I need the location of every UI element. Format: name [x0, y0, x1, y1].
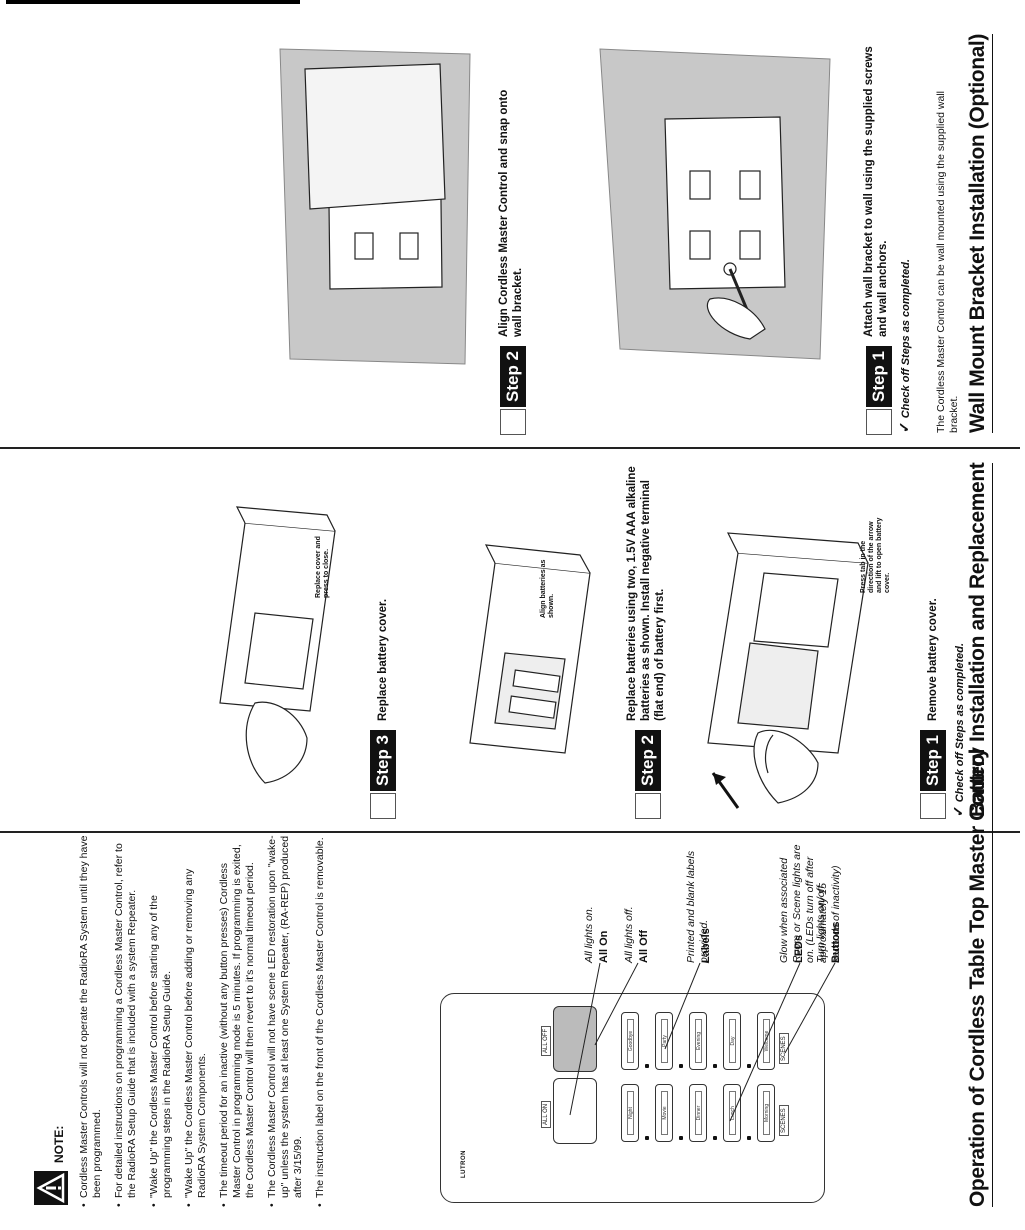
- leader-lines: [569, 962, 836, 1122]
- operation-panel: Operation of Cordless Table Top Master C…: [0, 748, 1025, 1225]
- step-text: Remove battery cover.: [927, 598, 939, 721]
- battery-close-illustration: [219, 506, 336, 784]
- intro-text: The Cordless Master Control can be wall …: [935, 90, 960, 433]
- checkmark-icon: ✓: [950, 805, 966, 817]
- step-callout: Press tab in the direction of the arrow …: [860, 517, 891, 593]
- step-text: Replace batteries using two, 1.5V AAA al…: [626, 466, 666, 721]
- instruction-sheet: Operation of Cordless Table Top Master C…: [0, 25, 1025, 1225]
- step-callout: Replace cover and press to close.: [315, 536, 330, 598]
- battery-cover-illustration: [707, 532, 869, 809]
- step-label: Step 2: [635, 729, 661, 791]
- note-item: "Wake Up" the Cordless Master Control be…: [183, 835, 209, 1207]
- wall-mount-panel: Wall Mount Bracket Installation (Optiona…: [0, 25, 1025, 449]
- step-text: Replace battery cover.: [377, 598, 389, 721]
- warning-triangle-icon: [36, 1172, 65, 1204]
- wall-mount-title: Wall Mount Bracket Installation (Optiona…: [966, 34, 993, 433]
- step-label: Step 2: [500, 345, 526, 407]
- step-checkbox[interactable]: [635, 793, 661, 819]
- step-text: Attach wall bracket to wall using the su…: [863, 46, 889, 337]
- wall-snap-illustration: [279, 48, 471, 365]
- note-item: The timeout period for an inactive (with…: [218, 835, 257, 1207]
- top-rule: [6, 0, 300, 4]
- check-note: ✓ Check off Steps as completed.: [950, 643, 967, 817]
- note-list: Cordless Master Controls will not operat…: [78, 835, 336, 1207]
- legend-description: All lights on.: [583, 906, 595, 963]
- step-checkbox[interactable]: [500, 409, 526, 435]
- legend-title: All Off: [638, 930, 650, 963]
- battery-title: Battery Installation and Replacement: [966, 462, 993, 817]
- check-note: ✓ Check off Steps as completed.: [896, 259, 913, 433]
- note-item: Cordless Master Controls will not operat…: [78, 835, 104, 1207]
- note-item: The Cordless Master Control will not hav…: [266, 835, 305, 1207]
- step-label: Step 1: [920, 729, 946, 791]
- note-heading: NOTE:: [52, 1125, 66, 1163]
- wall-bracket-screw-illustration: [599, 48, 831, 360]
- step-callout: Align batteries as shown.: [540, 559, 555, 618]
- step-label: Step 1: [866, 345, 892, 407]
- legend-description: All lights off.: [623, 906, 635, 963]
- battery-panel: Battery Installation and Replacement ✓ Ch…: [0, 449, 1025, 833]
- legend-description: Printed and blank labels provided.: [685, 850, 710, 963]
- checkmark-icon: ✓: [896, 421, 912, 433]
- battery-insert-illustration: [469, 544, 591, 754]
- check-note-text: Check off Steps as completed.: [954, 642, 966, 803]
- note-item: "Wake Up" the Cordless Master Control be…: [148, 835, 174, 1207]
- step-text: Align Cordless Master Control and snap o…: [498, 89, 524, 337]
- step-checkbox[interactable]: [370, 793, 396, 819]
- note-item: For detailed instructions on programming…: [113, 835, 139, 1207]
- warning-icon: [34, 1171, 68, 1205]
- note-item: The instruction label on the front of th…: [314, 835, 327, 1207]
- check-note-text: Check off Steps as completed.: [900, 258, 912, 419]
- step-checkbox[interactable]: [866, 409, 892, 435]
- legend-description: Glow when associated Room or Scene light…: [778, 844, 842, 963]
- step-label: Step 3: [370, 729, 396, 791]
- step-checkbox[interactable]: [920, 793, 946, 819]
- legend-title: All On: [598, 930, 610, 963]
